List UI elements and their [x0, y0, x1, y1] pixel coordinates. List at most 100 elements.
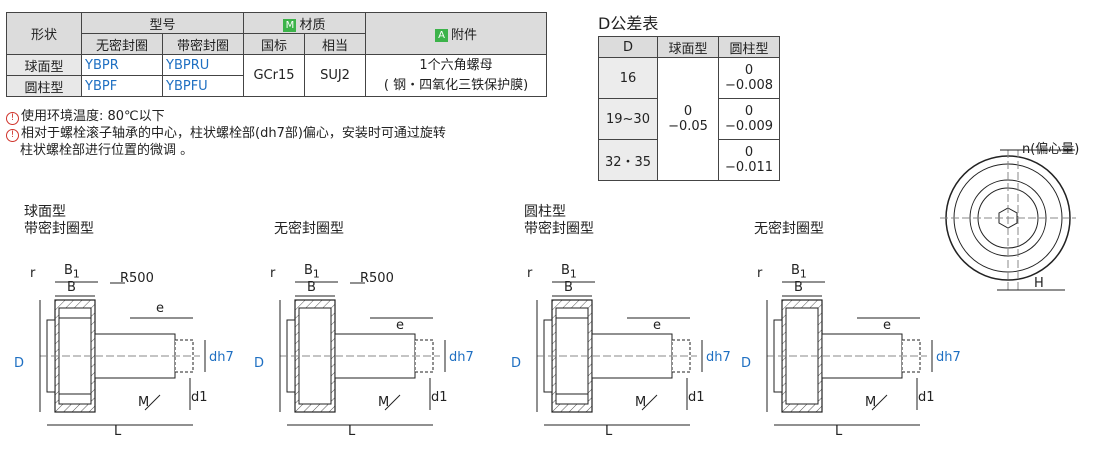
dim-d1: d1 [688, 390, 705, 405]
accessory-badge: A [434, 29, 448, 42]
dim-L: L [835, 424, 843, 439]
view-label-4: 无密封圈型 [754, 221, 824, 238]
dim-e: e [396, 318, 404, 333]
dim-r: r [527, 266, 533, 281]
tol-cyl-top: 0 [744, 63, 754, 78]
dim-H: H [1034, 276, 1044, 291]
dim-r500: R500 [120, 271, 154, 286]
with-seal-header: 带密封圈 [162, 33, 244, 55]
tol-header-cyl: 圆柱型 [718, 36, 780, 58]
tol-cyl: 0−0.011 [718, 139, 780, 181]
dim-L: L [348, 424, 356, 439]
view-label-line: 无密封圈型 [754, 221, 824, 237]
dim-r: r [757, 266, 763, 281]
dim-M: M [138, 395, 150, 410]
dim-b1: B1 [561, 263, 577, 281]
accessory-header-label: 附件 [450, 28, 477, 43]
dim-M: M [378, 395, 390, 410]
dim-dh7: dh7 [449, 350, 474, 365]
dim-D: D [511, 356, 522, 371]
tolerance-table: D 球面型 圆柱型 16 0−0.05 0−0.008 19~30 0−0.00… [598, 36, 780, 181]
dim-b1-sub: 1 [569, 267, 577, 281]
end-view-drawing [940, 149, 1076, 291]
view-label-line: 圆柱型 [524, 204, 566, 220]
dim-b1-main: B [561, 263, 570, 278]
tol-d: 19~30 [598, 98, 658, 140]
dim-d1: d1 [191, 390, 208, 405]
note-text: 相对于螺栓滚子轴承的中心，柱状螺栓部(dh7部)偏心，安装时可通过旋转 [21, 126, 446, 141]
dim-d1: d1 [431, 390, 448, 405]
dim-D: D [254, 356, 265, 371]
dim-b1-main: B [791, 263, 800, 278]
dim-e: e [883, 318, 891, 333]
material-cn: GCr15 [243, 54, 305, 97]
dim-d1: d1 [918, 390, 935, 405]
dim-b: B [564, 280, 573, 295]
dim-M: M [865, 395, 877, 410]
accessory-cell: 1个六角螺母 ( 钢・四氧化三铁保护膜) [365, 54, 547, 97]
dim-b1-sub: 1 [799, 267, 807, 281]
tol-cyl-top: 0 [744, 145, 754, 160]
tol-cyl-bot: −0.009 [724, 119, 774, 134]
std-cn-header: 国标 [243, 33, 305, 55]
dim-r500: R500 [360, 271, 394, 286]
row-shape: 圆柱型 [6, 75, 82, 97]
material-badge: M [283, 18, 297, 32]
material-eq: SUJ2 [304, 54, 366, 97]
cam-follower-drawing [536, 281, 703, 426]
model-code[interactable]: YBPR [81, 54, 163, 76]
dim-L: L [114, 424, 122, 439]
tol-d: 32・35 [598, 139, 658, 181]
dim-b1-main: B [304, 263, 313, 278]
material-header-label: 材质 [299, 17, 326, 33]
dim-dh7: dh7 [706, 350, 731, 365]
dim-b1: B1 [791, 263, 807, 281]
notes: !使用环境温度: 80℃以下 !相对于螺栓滚子轴承的中心，柱状螺栓部(dh7部)… [6, 108, 446, 159]
view-label-1: 球面型带密封圈型 [24, 204, 94, 238]
tol-cyl-bot: −0.011 [724, 160, 774, 175]
view-label-2: 无密封圈型 [274, 221, 344, 238]
dim-b1: B1 [64, 263, 80, 281]
no-seal-header: 无密封圈 [81, 33, 163, 55]
shape-header: 形状 [6, 12, 82, 55]
model-code[interactable]: YBPF [81, 75, 163, 97]
dim-b1: B1 [304, 263, 320, 281]
warning-icon: ! [6, 112, 19, 125]
row-shape: 球面型 [6, 54, 82, 76]
tol-cyl-bot: −0.008 [724, 78, 774, 93]
tol-cyl: 0−0.008 [718, 57, 780, 99]
tol-header-sph: 球面型 [657, 36, 719, 58]
view-label-3: 圆柱型带密封圈型 [524, 204, 594, 238]
dim-r: r [270, 266, 276, 281]
dim-b1-sub: 1 [312, 267, 320, 281]
view-label-line: 无密封圈型 [274, 221, 344, 237]
view-label-line: 球面型 [24, 204, 66, 220]
tol-sph-top: 0 [683, 104, 693, 119]
accessory-line: ( 钢・四氧化三铁保护膜) [383, 77, 529, 93]
note-1: !使用环境温度: 80℃以下 [6, 108, 446, 125]
dim-M: M [635, 395, 647, 410]
tol-sph-bot: −0.05 [668, 119, 708, 134]
warning-icon: ! [6, 129, 19, 142]
dim-b: B [67, 280, 76, 295]
dim-e: e [156, 301, 164, 316]
tol-cyl-top: 0 [744, 104, 754, 119]
cam-follower-drawing [766, 281, 933, 426]
cam-follower-drawing [279, 281, 446, 426]
tol-cyl: 0−0.009 [718, 98, 780, 140]
dim-b: B [794, 280, 803, 295]
tolerance-title: D公差表 [598, 14, 659, 33]
model-code[interactable]: YBPFU [162, 75, 244, 97]
tol-sph: 0−0.05 [657, 57, 719, 181]
dim-eccentricity: n(偏心量) [1022, 142, 1080, 157]
dim-b: B [307, 280, 316, 295]
note-2: !相对于螺栓滚子轴承的中心，柱状螺栓部(dh7部)偏心，安装时可通过旋转 [6, 125, 446, 142]
accessory-line: 1个六角螺母 [419, 57, 493, 73]
dim-b1-sub: 1 [72, 267, 80, 281]
note-3: 柱状螺栓部进行位置的微调 。 [20, 143, 194, 158]
dim-dh7: dh7 [209, 350, 234, 365]
dim-dh7: dh7 [936, 350, 961, 365]
dim-e: e [653, 318, 661, 333]
